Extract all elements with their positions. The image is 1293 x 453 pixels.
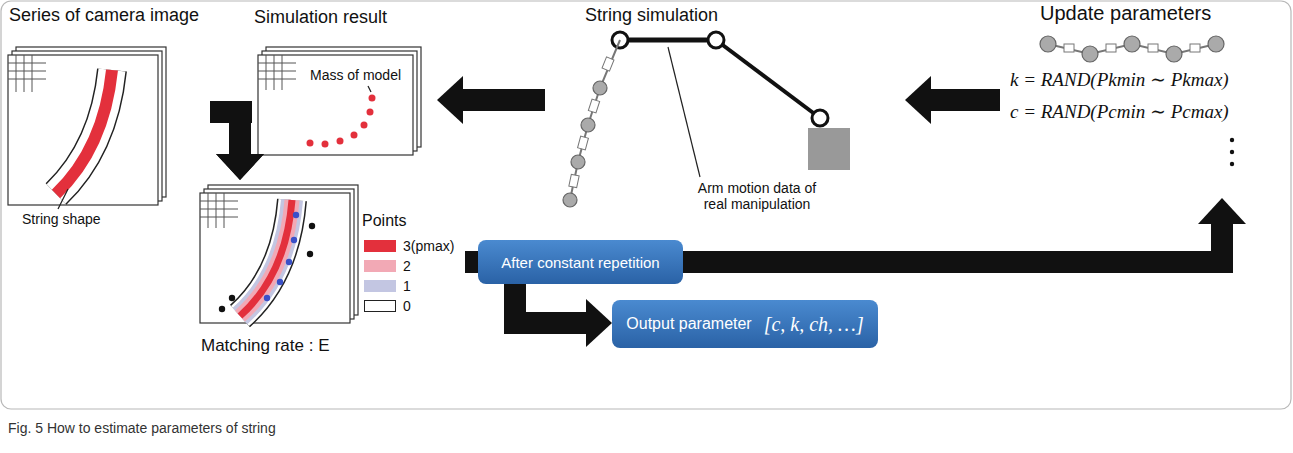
legend-text: 0 [403, 298, 411, 314]
image-stack: Series of camera image [5, 3, 210, 210]
node-title: After constant repetition [501, 254, 659, 271]
callout-label: String shape [22, 211, 101, 227]
string-model-chain [563, 40, 620, 207]
node-title: Series of camera image [9, 5, 199, 26]
points-band [240, 200, 292, 316]
matching-image-stack [200, 185, 358, 323]
flow-arrow [905, 76, 1000, 124]
legend-swatch [364, 300, 396, 312]
flow-arrow [210, 112, 264, 180]
node-title: Simulation result [254, 7, 387, 28]
robot-arm [612, 32, 850, 170]
leader-line [668, 47, 700, 177]
leader-line [58, 189, 68, 209]
simulation-image-stack [258, 47, 421, 155]
formula: c = RAND(Pcmin ∼ Pcmax) [1010, 100, 1229, 123]
legend-text: 2 [403, 258, 411, 274]
node-title: String simulation [585, 5, 718, 26]
missed-masses [219, 223, 315, 312]
node-title: Matching rate : E [201, 336, 330, 356]
model-masses [307, 95, 376, 148]
figure-frame [1, 1, 1291, 409]
process-box: After constant repetition [478, 240, 683, 284]
leader-line [368, 86, 371, 92]
output-box: Output parameter [c, k, ch, …] [612, 300, 878, 348]
image-stack: Simulation result [252, 3, 437, 163]
legend-text: 3(pmax) [403, 238, 454, 254]
legend-heading: Points [362, 212, 406, 230]
node-title: Update parameters [1040, 2, 1211, 25]
flow-arrow [515, 284, 612, 347]
legend-swatch [364, 280, 396, 292]
formula: k = RAND(Pkmin ∼ Pkmax) [1010, 68, 1229, 91]
matching-stack: Matching rate : E [195, 180, 465, 360]
flow-arrow [437, 76, 545, 124]
image-grid [258, 55, 296, 90]
continuation-dots [1230, 138, 1234, 166]
callout-label: Mass of model [310, 67, 401, 83]
figure-caption: Fig. 5 How to estimate parameters of str… [8, 420, 276, 436]
legend-swatch [364, 240, 396, 252]
parameter-panel: Update parameters [1000, 2, 1288, 198]
string-band [56, 70, 112, 194]
image-grid [8, 55, 46, 92]
node-title: Output parameter [626, 315, 751, 333]
legend-text: 1 [403, 278, 411, 294]
callout-label: Arm motion data of real manipulation [690, 180, 824, 212]
legend-swatch [364, 260, 396, 272]
matched-masses [264, 212, 299, 301]
flow-arrow [465, 262, 478, 263]
camera-image-stack [8, 47, 166, 205]
parameter-chain [1040, 36, 1224, 62]
flow-arrow [216, 112, 264, 180]
image-grid [200, 193, 238, 228]
node-formula: [c, k, ch, …] [764, 313, 864, 336]
